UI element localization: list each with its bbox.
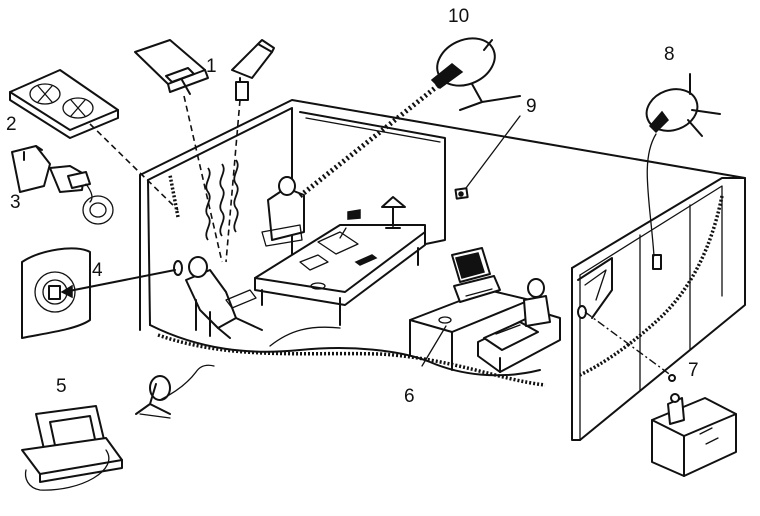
label-1: 1 [206,56,217,77]
number-labels: 1 2 3 4 5 6 7 8 9 10 [6,6,699,407]
window-probe-7 [577,305,587,319]
signal-lines [24,82,676,491]
seated-man [185,256,263,339]
leader-lines [421,115,521,367]
label-7: 7 [688,360,699,381]
room [139,99,746,441]
device-7-receiver-box [651,393,737,477]
label-4: 4 [92,260,103,281]
device-4-wall-plate [21,247,91,339]
label-8: 8 [664,44,675,65]
label-10: 10 [448,6,469,27]
label-3: 3 [10,192,21,213]
device-5-monitor [21,405,123,483]
office-computer [451,247,501,303]
secretary [523,278,551,327]
floor-cable [157,333,546,387]
label-5: 5 [56,376,67,397]
device-2-fan-unit [9,69,119,139]
device-1-sensor-box [134,39,209,95]
fax-machine [483,321,539,351]
seated-person-back [261,176,305,247]
table-phone [347,209,361,220]
device-5-antenna-probe [135,375,171,419]
wall-socket-right [652,254,662,270]
label-9: 9 [526,96,537,117]
device-1-probe-box [231,39,275,101]
wall-cable [579,195,724,377]
wall-socket-left [173,260,183,276]
device-10-dish-antenna [430,37,521,111]
device-3-camera [11,145,114,225]
right-wall-window [577,257,613,319]
label-6: 6 [404,386,415,407]
floor-edge [149,324,541,377]
label-2: 2 [6,114,17,135]
wavy-signal [205,159,239,241]
wall-mic-9 [454,187,469,200]
right-wall-front-edge [571,267,581,441]
conference-table [254,196,426,326]
device-8-dish-antenna [645,73,721,137]
desk-lamp [381,196,406,208]
